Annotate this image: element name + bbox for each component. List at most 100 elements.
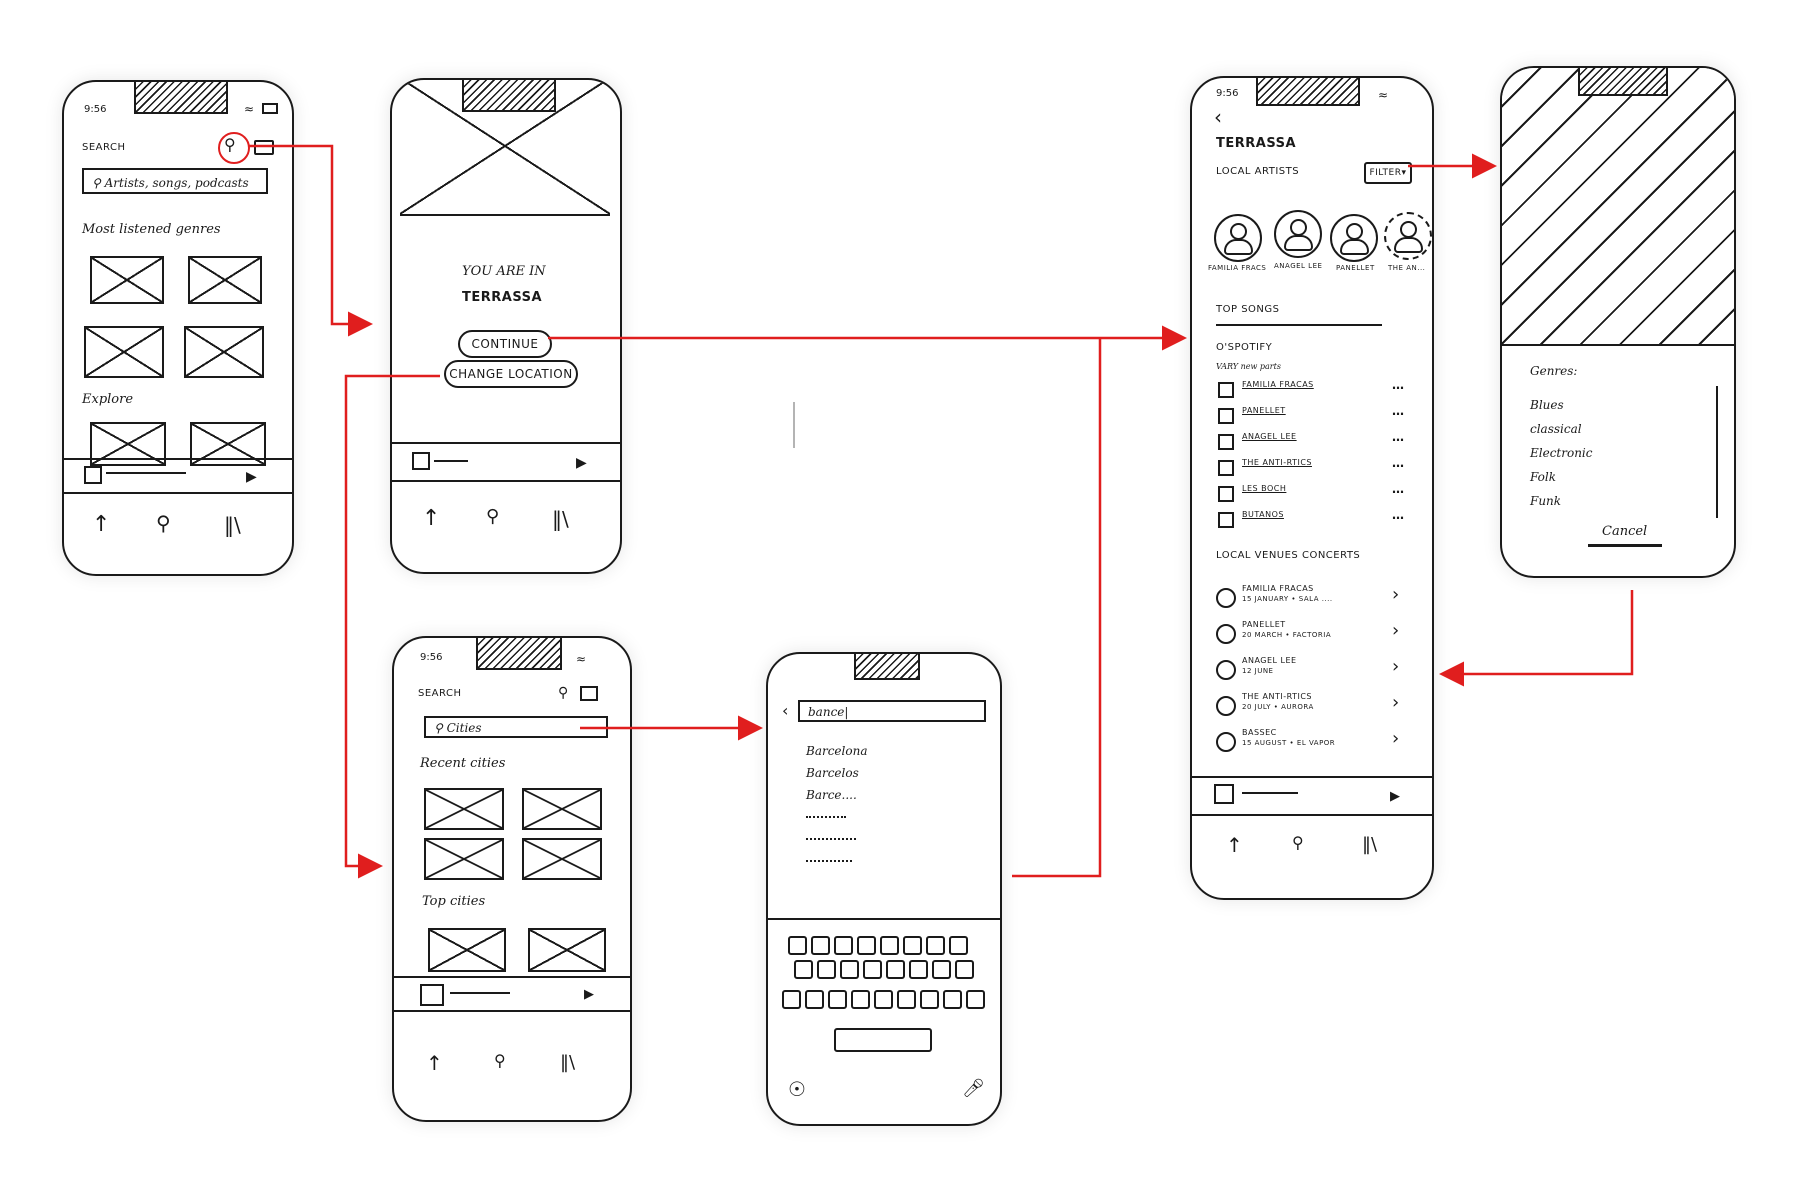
city-tile[interactable] — [528, 928, 606, 972]
suggestion-item[interactable]: Barcelona — [806, 744, 868, 758]
search-input[interactable]: ⚲ Artists, songs, podcasts — [82, 168, 268, 194]
keyboard-key[interactable] — [817, 960, 836, 979]
genre-option[interactable]: classical — [1530, 422, 1582, 436]
song-title[interactable]: LES BOCH — [1242, 484, 1287, 493]
more-options-icon[interactable]: … — [1392, 456, 1404, 470]
venue-artist-name[interactable]: THE ANTI-RTICS — [1242, 692, 1312, 701]
more-options-icon[interactable]: … — [1392, 404, 1404, 418]
suggestion-item[interactable]: Barce.... — [806, 788, 857, 802]
keyboard-key[interactable] — [955, 960, 974, 979]
play-icon[interactable]: ▶ — [576, 455, 587, 471]
venue-artist-name[interactable]: ANAGEL LEE — [1242, 656, 1297, 665]
genre-option[interactable]: Folk — [1530, 470, 1557, 484]
genre-option[interactable]: Funk — [1530, 494, 1562, 508]
city-tile[interactable] — [522, 838, 602, 880]
more-options-icon[interactable]: … — [1392, 430, 1404, 444]
globe-icon[interactable]: ☉ — [788, 1077, 806, 1101]
scrollbar[interactable] — [1716, 386, 1718, 518]
genre-tile[interactable] — [184, 326, 264, 378]
chevron-right-icon[interactable]: › — [1392, 692, 1400, 713]
keyboard-key[interactable] — [886, 960, 905, 979]
city-tile[interactable] — [428, 928, 506, 972]
city-search-field[interactable]: bance| — [798, 700, 986, 722]
keyboard-key[interactable] — [805, 990, 824, 1009]
city-tile[interactable] — [424, 838, 504, 880]
search-tab-icon[interactable]: ⚲ — [1292, 833, 1304, 852]
chevron-right-icon[interactable]: › — [1392, 620, 1400, 641]
library-icon[interactable]: ‖\ — [224, 513, 241, 537]
back-icon[interactable]: ‹ — [782, 701, 789, 720]
keyboard-key[interactable] — [920, 990, 939, 1009]
filter-button[interactable]: FILTER▾ — [1364, 162, 1412, 184]
library-icon[interactable]: ‖\ — [560, 1052, 576, 1073]
keyboard-key[interactable] — [863, 960, 882, 979]
genre-tile[interactable] — [188, 256, 262, 304]
keyboard-key[interactable] — [857, 936, 876, 955]
keyboard[interactable] — [768, 654, 1000, 1124]
keyboard-key[interactable] — [874, 990, 893, 1009]
explore-tile[interactable] — [190, 422, 266, 466]
venue-artist-name[interactable]: FAMILIA FRACAS — [1242, 584, 1314, 593]
city-tile[interactable] — [522, 788, 602, 830]
song-checkbox[interactable] — [1218, 382, 1234, 398]
cancel-button[interactable]: Cancel — [1602, 524, 1648, 539]
keyboard-key[interactable] — [949, 936, 968, 955]
search-tab-icon[interactable]: ⚲ — [156, 511, 171, 535]
keyboard-key[interactable] — [897, 990, 916, 1009]
keyboard-key[interactable] — [880, 936, 899, 955]
home-icon[interactable]: ↑ — [422, 506, 441, 531]
microphone-icon[interactable]: 🎤︎ — [962, 1078, 985, 1099]
keyboard-key[interactable] — [909, 960, 928, 979]
location-pin-icon[interactable]: ⚲ — [558, 685, 569, 701]
library-icon[interactable]: ‖\ — [552, 507, 569, 531]
camera-icon[interactable] — [254, 140, 274, 155]
song-checkbox[interactable] — [1218, 512, 1234, 528]
suggestion-item[interactable]: Barcelos — [806, 766, 859, 780]
home-icon[interactable]: ↑ — [92, 512, 111, 537]
song-title[interactable]: PANELLET — [1242, 406, 1286, 415]
chevron-right-icon[interactable]: › — [1392, 656, 1400, 677]
back-icon[interactable]: ‹ — [1214, 105, 1222, 129]
artist-avatar[interactable] — [1384, 212, 1432, 260]
search-tab-icon[interactable]: ⚲ — [494, 1051, 506, 1070]
keyboard-key[interactable] — [932, 960, 951, 979]
keyboard-key[interactable] — [943, 990, 962, 1009]
keyboard-key[interactable] — [903, 936, 922, 955]
song-title[interactable]: FAMILIA FRACAS — [1242, 380, 1314, 389]
explore-tile[interactable] — [90, 422, 166, 466]
keyboard-key[interactable] — [794, 960, 813, 979]
more-options-icon[interactable]: … — [1392, 378, 1404, 392]
keyboard-key[interactable] — [840, 960, 859, 979]
camera-icon[interactable] — [580, 686, 598, 701]
genre-tile[interactable] — [84, 326, 164, 378]
keyboard-key[interactable] — [966, 990, 985, 1009]
keyboard-key[interactable] — [851, 990, 870, 1009]
chevron-right-icon[interactable]: › — [1392, 584, 1400, 605]
venue-artist-name[interactable]: BASSEC — [1242, 728, 1277, 737]
artist-avatar[interactable] — [1330, 214, 1378, 262]
more-options-icon[interactable]: … — [1392, 482, 1404, 496]
song-checkbox[interactable] — [1218, 460, 1234, 476]
song-title[interactable]: ANAGEL LEE — [1242, 432, 1297, 441]
keyboard-key[interactable] — [828, 990, 847, 1009]
artist-avatar[interactable] — [1274, 210, 1322, 258]
play-icon[interactable]: ▶ — [584, 987, 594, 1002]
spacebar[interactable] — [834, 1028, 932, 1052]
genre-tile[interactable] — [90, 256, 164, 304]
venue-artist-name[interactable]: PANELLET — [1242, 620, 1286, 629]
genre-option[interactable]: Blues — [1530, 398, 1564, 412]
home-icon[interactable]: ↑ — [1226, 833, 1243, 857]
song-title[interactable]: THE ANTI-RTICS — [1242, 458, 1312, 467]
search-tab-icon[interactable]: ⚲ — [486, 506, 500, 527]
library-icon[interactable]: ‖\ — [1362, 834, 1378, 855]
artist-avatar[interactable] — [1214, 214, 1262, 262]
chevron-right-icon[interactable]: › — [1392, 728, 1400, 749]
genre-option[interactable]: Electronic — [1530, 446, 1593, 460]
city-tile[interactable] — [424, 788, 504, 830]
more-options-icon[interactable]: … — [1392, 508, 1404, 522]
play-icon[interactable]: ▶ — [246, 469, 257, 485]
play-icon[interactable]: ▶ — [1390, 789, 1400, 804]
keyboard-key[interactable] — [782, 990, 801, 1009]
change-location-button[interactable]: CHANGE LOCATION — [444, 360, 578, 388]
song-checkbox[interactable] — [1218, 486, 1234, 502]
